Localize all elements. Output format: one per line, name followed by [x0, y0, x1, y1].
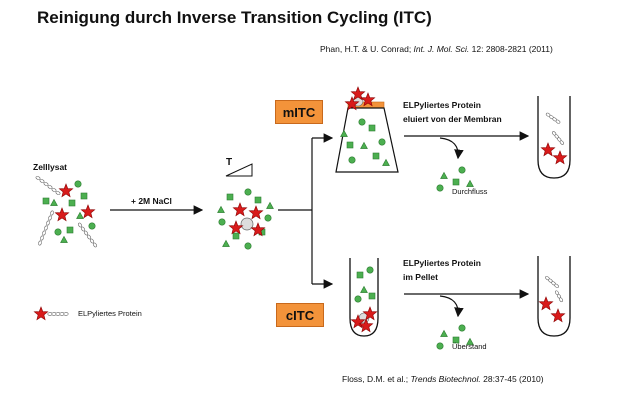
mitc-badge: mITC: [275, 100, 323, 124]
legend-elp-protein: [33, 306, 69, 321]
reference-bottom: Floss, D.M. et al.; Trends Biotechnol. 2…: [342, 374, 544, 384]
reference-top-authors: Phan, H.T. & U. Conrad;: [320, 44, 414, 54]
flowthrough-label: Durchfluss: [452, 187, 488, 196]
branch-lines: [278, 133, 334, 289]
temperature-label: T: [226, 157, 233, 168]
citc-text-line1: ELPyliertes Protein: [403, 258, 481, 268]
lysate-mixture: [35, 175, 98, 248]
reference-top-journal: Int. J. Mol. Sci.: [413, 44, 470, 54]
flowthrough-arrow: [439, 137, 464, 160]
reference-bottom-authors: Floss, D.M. et al.;: [342, 374, 411, 384]
reference-top-details: 12: 2808-2821 (2011): [469, 44, 553, 54]
reference-top: Phan, H.T. & U. Conrad; Int. J. Mol. Sci…: [320, 44, 553, 54]
lysate-label: Zelllysat: [33, 162, 68, 172]
reference-bottom-details: 28:37-45 (2010): [480, 374, 544, 384]
citc-text-line2: im Pellet: [403, 272, 438, 282]
supernatant-label: Überstand: [452, 342, 487, 351]
diagram-title: Reinigung durch Inverse Transition Cycli…: [37, 8, 432, 27]
centrifuge-tube: [349, 258, 379, 337]
aggregate-mixture: [217, 188, 274, 250]
supernatant-arrow: [439, 295, 464, 318]
legend-label: ELPyliertes Protein: [78, 309, 142, 318]
tube-mitc-result: [537, 96, 571, 179]
nacl-label: + 2M NaCl: [131, 196, 172, 206]
aggregate-core: [240, 217, 254, 231]
reference-bottom-journal: Trends Biotechnol.: [410, 374, 481, 384]
temperature-ramp-icon: [225, 163, 253, 177]
tube-citc-result: [537, 256, 571, 337]
citc-badge: cITC: [276, 303, 324, 327]
membrane-filter: [335, 86, 399, 173]
mitc-text-line2: eluiert von der Membran: [403, 114, 502, 124]
mitc-text-line1: ELPyliertes Protein: [403, 100, 481, 110]
